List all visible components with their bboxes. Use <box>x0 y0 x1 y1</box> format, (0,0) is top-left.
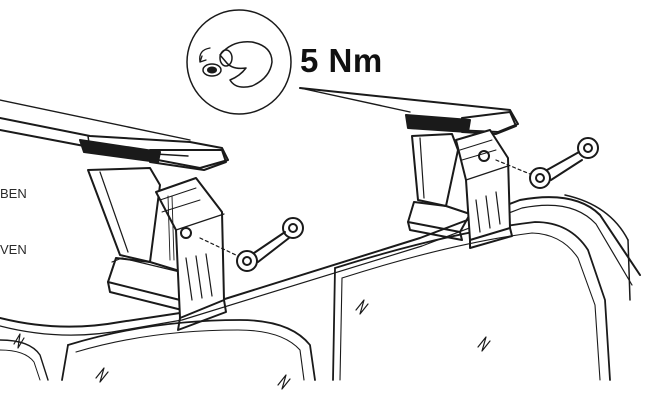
glass-reflection-marks <box>13 299 491 390</box>
right-rack-foot <box>407 129 513 249</box>
left-rack-foot <box>87 167 227 331</box>
car-roof-outline <box>0 194 641 336</box>
hand-turning-knob-icon <box>219 41 273 88</box>
side-label-2: VEN <box>0 242 27 257</box>
side-windows <box>0 221 611 381</box>
wing-bolt-icon <box>199 217 304 272</box>
left-crossbar <box>0 99 229 171</box>
wing-bolt-icon <box>495 137 599 189</box>
torque-indicator <box>186 9 292 115</box>
torque-value-label: 5 Nm <box>300 42 383 79</box>
side-label-1: BEN <box>0 186 27 201</box>
right-crossbar <box>299 87 519 135</box>
